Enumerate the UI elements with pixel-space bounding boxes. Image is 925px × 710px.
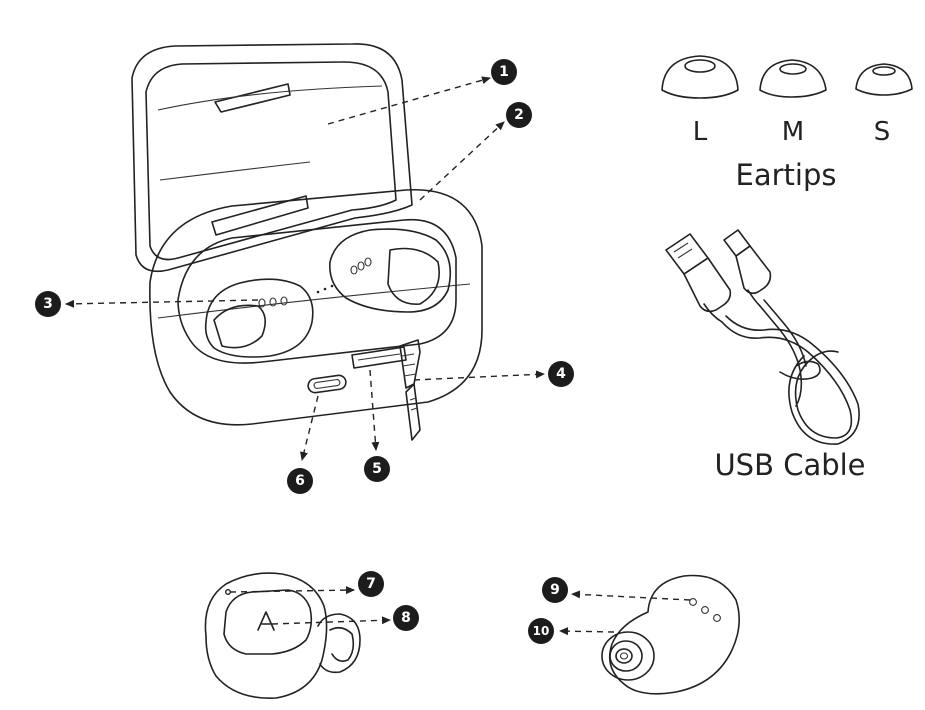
callout-1: 1 xyxy=(491,59,517,85)
svg-text:1: 1 xyxy=(499,64,509,80)
usb-cable-caption: USB Cable xyxy=(714,448,865,482)
led-indicator-icon xyxy=(224,589,231,596)
charging-pins-right xyxy=(350,257,372,275)
callout-5: 5 xyxy=(364,456,390,482)
callout-2: 2 xyxy=(506,102,532,128)
eartips-group: L M S Eartips xyxy=(661,55,913,192)
charging-case xyxy=(131,43,483,441)
eartip-size-m: M xyxy=(782,117,804,147)
usb-c-plug xyxy=(723,229,772,307)
port-flap-cover xyxy=(399,339,421,441)
callout-3: 3 xyxy=(35,291,61,317)
callout-8: 8 xyxy=(393,605,419,631)
usb-output-port xyxy=(351,346,407,369)
svg-text:8: 8 xyxy=(401,610,411,626)
usb-a-plug xyxy=(665,233,732,323)
eartips-caption: Eartips xyxy=(736,158,837,192)
svg-text:5: 5 xyxy=(372,461,382,477)
earbud-charging-contacts xyxy=(689,598,721,622)
eartip-size-s: S xyxy=(874,117,891,147)
case-base xyxy=(149,189,483,441)
svg-text:2: 2 xyxy=(514,107,524,123)
type-c-charging-port xyxy=(307,374,347,394)
eartip-small xyxy=(855,63,913,96)
earbud-front-view xyxy=(204,572,361,699)
callout-7: 7 xyxy=(358,571,384,597)
usb-cable: USB Cable xyxy=(665,229,866,482)
callout-4: 4 xyxy=(548,361,574,387)
leader-lines xyxy=(65,76,691,636)
svg-text:7: 7 xyxy=(366,576,376,592)
earbud-back-view xyxy=(601,574,740,695)
case-lid xyxy=(131,43,413,273)
eartip-medium xyxy=(759,59,827,98)
eartip-large xyxy=(661,55,739,99)
svg-text:10: 10 xyxy=(533,624,550,638)
callout-9: 9 xyxy=(542,577,568,603)
eartip-size-l: L xyxy=(693,117,708,147)
callout-10: 10 xyxy=(528,618,554,644)
callout-6: 6 xyxy=(287,468,313,494)
svg-text:9: 9 xyxy=(550,582,560,598)
svg-text:6: 6 xyxy=(295,473,305,489)
svg-text:4: 4 xyxy=(556,366,566,382)
svg-text:3: 3 xyxy=(43,296,53,312)
touch-logo-icon xyxy=(257,611,275,631)
charging-pins-left xyxy=(258,296,288,308)
sound-nozzle xyxy=(601,631,655,681)
